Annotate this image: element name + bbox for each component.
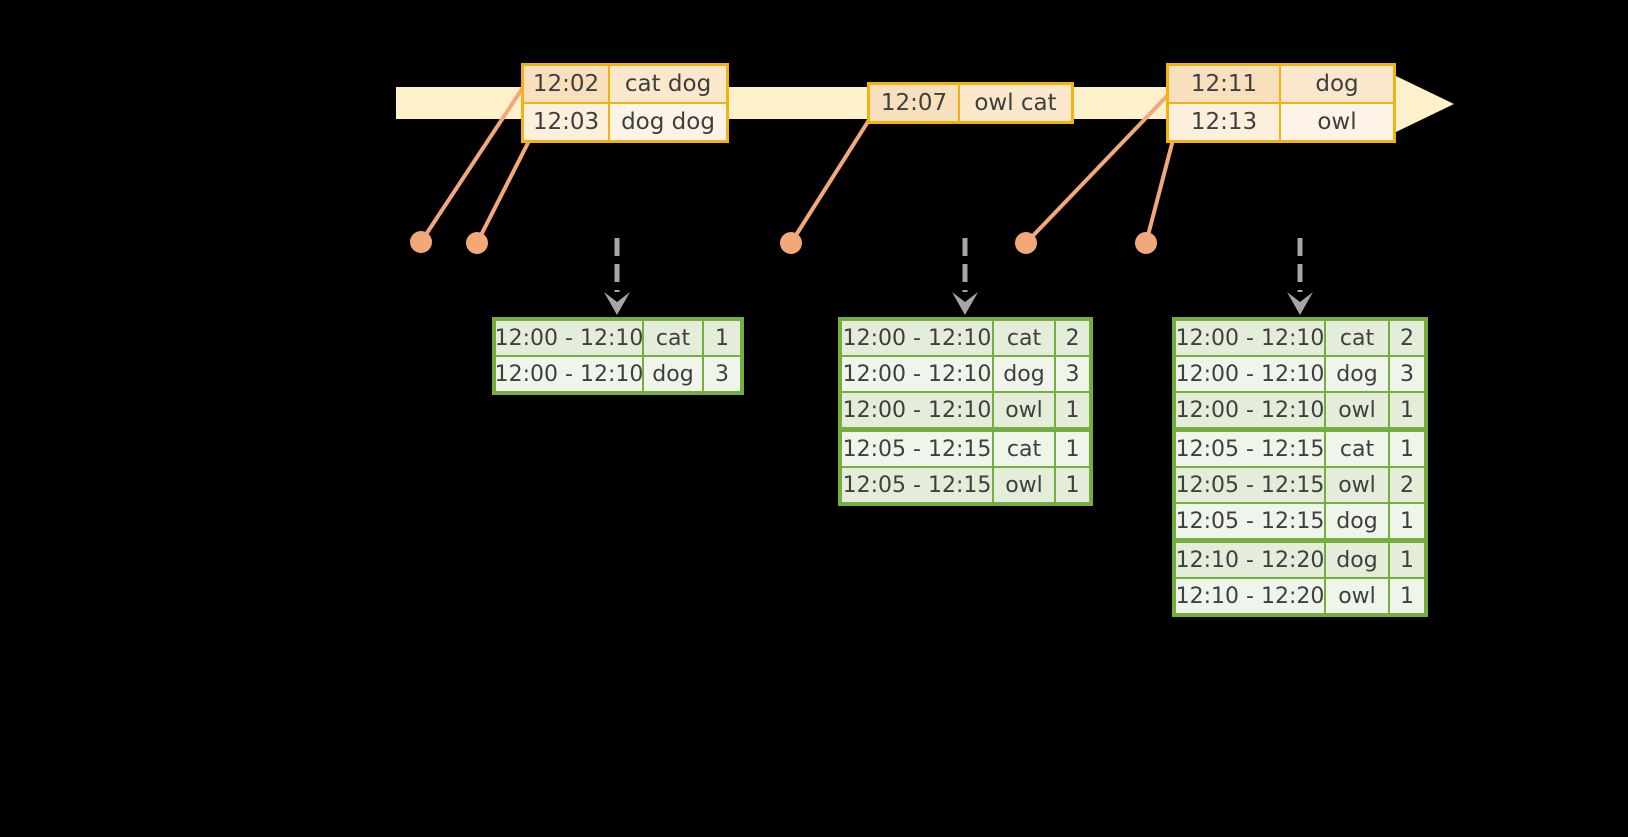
event-connector-line xyxy=(1144,135,1176,244)
result-word-cell: owl xyxy=(1326,468,1388,502)
result-word-cell: dog xyxy=(1326,357,1388,391)
result-count-cell: 3 xyxy=(704,357,740,391)
result-count-cell: 3 xyxy=(1390,357,1424,391)
result-count-cell: 1 xyxy=(1390,504,1424,538)
result-word-cell: cat xyxy=(994,321,1054,355)
result-window-cell: 12:00 - 12:10 xyxy=(1176,357,1324,391)
event-connector-line xyxy=(1024,94,1169,245)
event-time-cell: 12:13 xyxy=(1169,104,1279,140)
result-count-cell: 1 xyxy=(1056,432,1089,466)
result-count-cell: 1 xyxy=(1056,393,1089,427)
timeline-arrowhead-icon xyxy=(1396,76,1454,132)
result-count-cell: 1 xyxy=(1390,543,1424,577)
result-count-cell: 2 xyxy=(1056,321,1089,355)
event-connector-line xyxy=(789,118,871,245)
event-dot xyxy=(1015,232,1037,254)
event-time-cell: 12:11 xyxy=(1169,66,1279,102)
result-window-cell: 12:00 - 12:10 xyxy=(842,393,992,427)
event-words-cell: dog dog xyxy=(610,104,726,140)
result-window-cell: 12:00 - 12:10 xyxy=(495,321,643,355)
event-dot xyxy=(410,231,432,253)
result-count-cell: 1 xyxy=(704,321,740,355)
result-window-cell: 12:00 - 12:10 xyxy=(495,357,643,391)
event-words-cell: dog xyxy=(1281,66,1393,102)
result-word-cell: dog xyxy=(994,357,1054,391)
result-count-cell: 2 xyxy=(1390,321,1424,355)
result-window-cell: 12:00 - 12:10 xyxy=(842,321,992,355)
result-count-cell: 1 xyxy=(1390,432,1424,466)
result-count-cell: 1 xyxy=(1390,393,1424,427)
event-time-cell: 12:03 xyxy=(524,104,608,140)
result-word-cell: owl xyxy=(994,468,1054,502)
result-word-cell: owl xyxy=(1326,393,1388,427)
result-word-cell: cat xyxy=(644,321,702,355)
trigger-arrowhead-icon xyxy=(1287,292,1313,315)
trigger-arrowhead-icon xyxy=(952,292,978,315)
result-word-cell: cat xyxy=(1326,321,1388,355)
trigger-arrowhead-icon xyxy=(604,292,630,315)
result-window-cell: 12:10 - 12:20 xyxy=(1176,579,1324,613)
result-window-cell: 12:05 - 12:15 xyxy=(1176,432,1324,466)
result-window-cell: 12:05 - 12:15 xyxy=(1176,468,1324,502)
result-word-cell: cat xyxy=(994,432,1054,466)
result-word-cell: dog xyxy=(1326,504,1388,538)
event-words-cell: cat dog xyxy=(610,66,726,102)
result-window-cell: 12:05 - 12:15 xyxy=(1176,504,1324,538)
result-window-cell: 12:10 - 12:20 xyxy=(1176,543,1324,577)
result-count-cell: 3 xyxy=(1056,357,1089,391)
result-count-cell: 1 xyxy=(1390,579,1424,613)
event-dot xyxy=(780,232,802,254)
result-word-cell: dog xyxy=(644,357,702,391)
event-time-cell: 12:02 xyxy=(524,66,608,102)
result-word-cell: cat xyxy=(1326,432,1388,466)
event-words-cell: owl cat xyxy=(960,85,1071,121)
result-window-cell: 12:00 - 12:10 xyxy=(1176,393,1324,427)
result-word-cell: dog xyxy=(1326,543,1388,577)
result-window-cell: 12:00 - 12:10 xyxy=(1176,321,1324,355)
result-word-cell: owl xyxy=(994,393,1054,427)
result-window-cell: 12:05 - 12:15 xyxy=(842,432,992,466)
event-time-cell: 12:07 xyxy=(870,85,958,121)
result-count-cell: 2 xyxy=(1390,468,1424,502)
result-window-cell: 12:00 - 12:10 xyxy=(842,357,992,391)
result-count-cell: 1 xyxy=(1056,468,1089,502)
event-dot xyxy=(1135,232,1157,254)
event-connector-line xyxy=(475,136,533,244)
event-dot xyxy=(466,232,488,254)
result-word-cell: owl xyxy=(1326,579,1388,613)
result-window-cell: 12:05 - 12:15 xyxy=(842,468,992,502)
event-connector-line xyxy=(419,84,526,244)
event-words-cell: owl xyxy=(1281,104,1393,140)
